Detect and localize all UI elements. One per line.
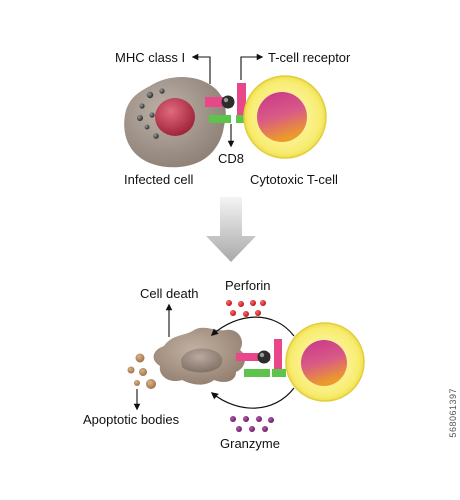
perforin-molecules: [226, 300, 266, 317]
process-arrow: [206, 197, 256, 262]
virus-particles: [137, 88, 165, 139]
cytotoxic-t-cell-attacking: [285, 322, 365, 402]
attack-arrows: [210, 316, 295, 409]
stock-image-id: 568061397: [448, 388, 458, 438]
mhc-class-1-molecule: [205, 97, 233, 107]
label-infected-cell: Infected cell: [124, 172, 194, 187]
bottom-annotation-arrows: [133, 303, 173, 411]
label-granzyme: Granzyme: [220, 436, 280, 451]
top-annotation-arrows: [191, 53, 264, 148]
label-mhc-class-1: MHC class I: [115, 50, 186, 65]
infected-cell: [124, 77, 226, 168]
granzyme-molecules: [230, 416, 274, 432]
t-cell-receptor: [237, 83, 246, 121]
antigen-peptide: [221, 95, 235, 109]
label-perforin: Perforin: [225, 278, 271, 293]
dying-cell: [153, 327, 245, 385]
t-cell-nucleus: [257, 92, 307, 142]
label-t-cell-receptor: T-cell receptor: [268, 50, 351, 65]
cytotoxic-t-cell: [243, 75, 327, 159]
dying-cell-nucleus: [181, 348, 223, 373]
cd8-coreceptor: [209, 115, 231, 123]
apoptotic-bodies: [127, 353, 156, 389]
label-cell-death: Cell death: [140, 286, 199, 301]
label-apoptotic-bodies: Apoptotic bodies: [83, 412, 180, 427]
label-cd8: CD8: [218, 151, 245, 166]
infected-cell-nucleus: [155, 98, 195, 136]
receptor-complex-bottom: [236, 339, 286, 377]
label-cytotoxic-t-cell: Cytotoxic T-cell: [250, 172, 338, 187]
